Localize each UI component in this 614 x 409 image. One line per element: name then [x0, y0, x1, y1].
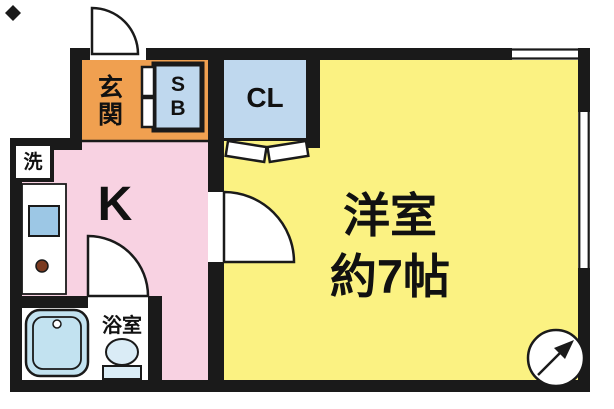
genkan-label: 玄関 — [94, 74, 123, 128]
shoe-box-label: SB — [166, 73, 190, 121]
shoe-box-door-leaf — [140, 96, 156, 129]
western-room-label: 洋室 — [343, 188, 437, 242]
shoe-box-door-leaf — [140, 65, 156, 98]
door-arc-western-room — [222, 190, 296, 264]
window-top — [512, 48, 578, 60]
closet-label: CL — [246, 82, 284, 113]
kitchen-counter — [21, 183, 67, 295]
toilet-icon — [102, 338, 142, 380]
sink-icon — [28, 205, 60, 237]
western-room-size: 約7帖 — [329, 249, 451, 303]
door-arc-entrance — [90, 6, 140, 56]
bathroom-label: 浴室 — [102, 315, 142, 337]
window-right — [578, 112, 590, 268]
washer-box — [12, 142, 54, 182]
laundry-label: 洗 — [23, 151, 43, 173]
closet-folding-doors — [224, 139, 310, 164]
burner-icon — [35, 259, 49, 273]
door-arc-bathroom — [86, 234, 150, 298]
kitchen-label: K — [97, 178, 133, 231]
bathtub-icon — [24, 308, 90, 378]
room-closet — [224, 60, 306, 139]
corner-mark-icon — [5, 5, 21, 21]
compass-icon — [526, 328, 586, 388]
